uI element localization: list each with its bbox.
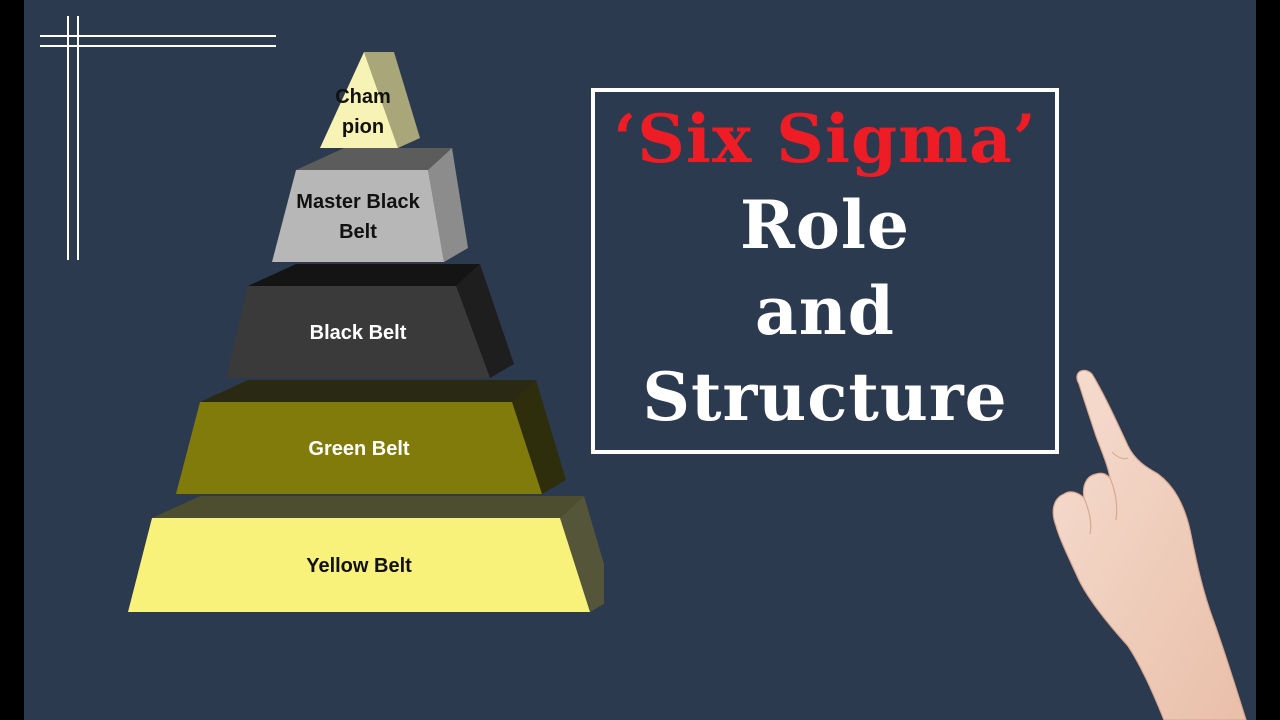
tier-side <box>428 148 468 262</box>
tier-top <box>248 264 480 286</box>
tier-front <box>176 402 542 494</box>
tier-front <box>128 518 590 612</box>
title-box: ‘Six Sigma’ Role and Structure <box>591 88 1059 454</box>
title-highlight: ‘Six Sigma’ <box>613 100 1037 178</box>
tier-top <box>296 148 452 170</box>
tier-side <box>560 496 604 612</box>
tier-front <box>320 52 398 148</box>
tier-label: Master Black <box>296 191 420 213</box>
tier-front <box>272 170 444 262</box>
corner-lines-icon <box>40 16 276 260</box>
pointing-hand-icon <box>1052 369 1247 720</box>
title-line-and: and <box>755 272 895 350</box>
tier-label: Green Belt <box>308 438 409 460</box>
tier-front <box>226 286 490 378</box>
tier-label: Black Belt <box>310 322 407 344</box>
title-line-structure: Structure <box>642 358 1008 436</box>
tier-side <box>364 52 420 148</box>
tier-label: Belt <box>339 221 377 243</box>
tier-top <box>200 380 536 402</box>
tier-label: Cham <box>335 86 391 108</box>
tier-side <box>456 264 514 378</box>
tier-top <box>152 496 584 518</box>
tier-side <box>512 380 566 494</box>
title-line-role: Role <box>740 186 910 264</box>
tier-label: Yellow Belt <box>306 555 412 577</box>
tier-label: pion <box>342 116 384 138</box>
